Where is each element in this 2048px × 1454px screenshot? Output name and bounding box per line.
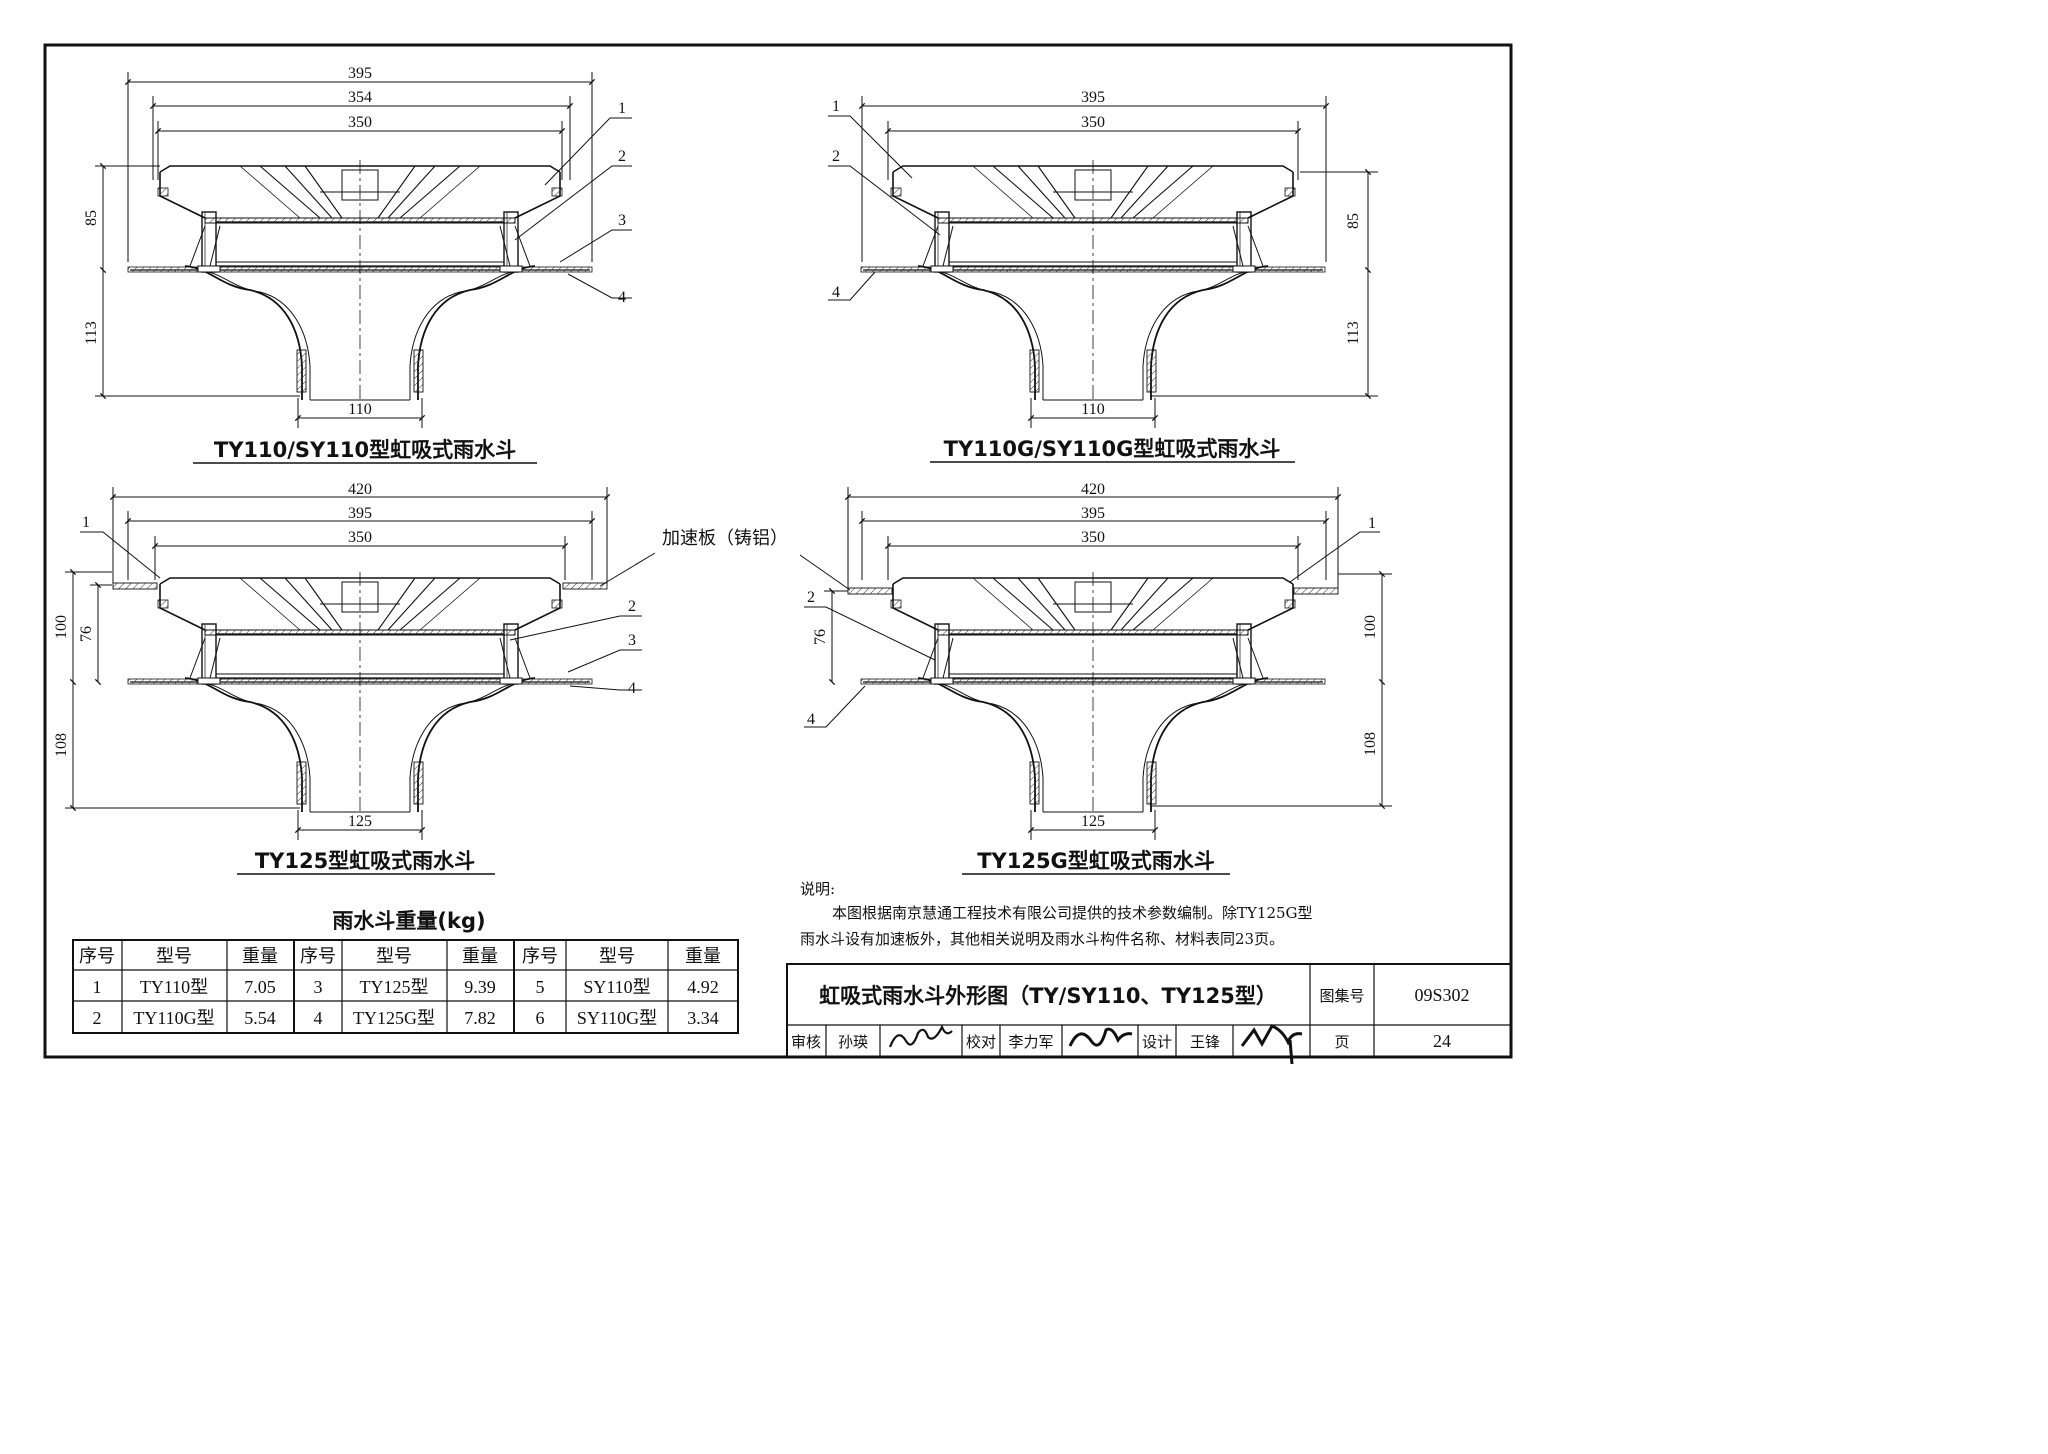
callout-4: 4 [832, 284, 840, 301]
table-header-cell: 型号 [156, 946, 192, 966]
dim-85: 85 [83, 210, 100, 226]
callout-4: 4 [628, 680, 636, 697]
callout-4: 4 [807, 711, 815, 728]
page-label: 页 [1334, 1033, 1349, 1051]
check-label: 校对 [966, 1033, 996, 1051]
table-cell: 9.39 [464, 977, 496, 997]
accelerator-plate-label: 加速板（铸铝） [662, 528, 788, 549]
table-header-cell: 重量 [462, 946, 498, 966]
dim-100: 100 [1362, 615, 1379, 639]
callout-1: 1 [82, 514, 90, 531]
table-header-cell: 重量 [242, 946, 278, 966]
table-header-cell: 型号 [599, 946, 635, 966]
callout-1: 1 [832, 98, 840, 115]
callout-1: 1 [1368, 515, 1376, 532]
dim-395: 395 [1081, 89, 1105, 106]
table-cell: TY110型 [140, 977, 208, 997]
dim-85: 85 [1345, 213, 1362, 229]
designer-name: 王锋 [1190, 1033, 1220, 1051]
atlas-number: 09S302 [1414, 985, 1469, 1005]
drawing-sheet: 395 354 350 85 113 110 1 2 3 4 TY110/SY1… [43, 43, 1513, 1065]
table-header-cell: 重量 [685, 946, 721, 966]
callout-2: 2 [832, 148, 840, 165]
drawing-ty125: 420 395 350 100 76 108 125 1 2 3 4 TY125… [53, 481, 656, 875]
callout-2: 2 [618, 148, 626, 165]
title-block: 虹吸式雨水斗外形图（TY/SY110、TY125型） 图集号 09S302 审核… [786, 963, 1512, 1065]
dim-76: 76 [812, 629, 829, 645]
dim-113: 113 [83, 321, 100, 344]
table-cell: 5 [536, 977, 545, 997]
table-cell: 3.34 [687, 1008, 719, 1028]
designer-signature [1240, 1024, 1303, 1065]
table-cell: 5.54 [244, 1008, 276, 1028]
table-cell: 2 [93, 1008, 102, 1028]
dim-76: 76 [78, 626, 95, 642]
table-cell: SY110G型 [577, 1008, 657, 1028]
callout-2: 2 [807, 589, 815, 606]
dim-350: 350 [1081, 529, 1105, 546]
drawing-title: TY125G型虹吸式雨水斗 [977, 849, 1215, 873]
table-header-cell: 序号 [300, 946, 336, 966]
table-cell: 1 [93, 977, 102, 997]
dim-395: 395 [1081, 505, 1105, 522]
dim-350: 350 [348, 529, 372, 546]
sheet-title: 虹吸式雨水斗外形图（TY/SY110、TY125型） [819, 984, 1277, 1008]
callout-4: 4 [618, 289, 626, 306]
dim-110: 110 [348, 401, 371, 418]
table-cell: TY125G型 [353, 1008, 435, 1028]
drawing-title: TY110G/SY110G型虹吸式雨水斗 [944, 437, 1281, 461]
dim-108: 108 [53, 733, 70, 757]
callout-3: 3 [628, 632, 636, 649]
drawing-ty125g: 420 395 350 100 76 108 125 1 2 4 TY125G型… [799, 481, 1392, 875]
dim-100: 100 [53, 615, 70, 639]
dim-354: 354 [348, 89, 372, 106]
checker-name: 李力军 [1008, 1033, 1053, 1051]
drawing-title: TY125型虹吸式雨水斗 [255, 849, 475, 873]
dim-108: 108 [1362, 732, 1379, 756]
table-cell: SY110型 [583, 977, 650, 997]
dim-350: 350 [348, 114, 372, 131]
review-label: 审核 [791, 1033, 821, 1051]
table-cell: 4 [314, 1008, 323, 1028]
dim-110: 110 [1081, 401, 1104, 418]
notes-heading: 说明: [800, 880, 835, 898]
table-cell: 3 [314, 977, 323, 997]
atlas-label: 图集号 [1319, 987, 1364, 1005]
notes-line-1: 本图根据南京慧通工程技术有限公司提供的技术参数编制。除TY125G型 [832, 904, 1313, 922]
table-cell: 7.05 [244, 977, 276, 997]
reviewer-signature [888, 1024, 953, 1048]
dim-395: 395 [348, 505, 372, 522]
weight-table-title: 雨水斗重量(kg) [332, 909, 485, 933]
table-cell: 4.92 [687, 977, 719, 997]
design-label: 设计 [1142, 1033, 1172, 1051]
table-cell: 7.82 [464, 1008, 496, 1028]
dim-125: 125 [348, 813, 372, 830]
dim-113: 113 [1345, 321, 1362, 344]
drawing-title: TY110/SY110型虹吸式雨水斗 [214, 438, 516, 462]
table-header-cell: 型号 [376, 946, 412, 966]
dim-395: 395 [348, 65, 372, 82]
dim-350: 350 [1081, 114, 1105, 131]
notes-line-2: 雨水斗设有加速板外，其他相关说明及雨水斗构件名称、材料表同23页。 [800, 930, 1284, 948]
weight-table: 雨水斗重量(kg) 序号 型号 重量 序号 型号 重量 序号 型号 重量 1 TY110型 7.05 3… [72, 909, 739, 1034]
callout-1: 1 [618, 100, 626, 117]
callout-2: 2 [628, 598, 636, 615]
table-cell: TY125型 [360, 977, 429, 997]
checker-signature [1068, 1027, 1133, 1047]
drawing-ty110: 395 354 350 85 113 110 1 2 3 4 TY110/SY1… [83, 65, 632, 464]
table-cell: 6 [536, 1008, 545, 1028]
notes: 说明: 本图根据南京慧通工程技术有限公司提供的技术参数编制。除TY125G型 雨… [800, 880, 1313, 948]
drawing-ty110g: 395 350 85 113 110 1 2 4 TY110G/SY110G型虹… [828, 89, 1378, 463]
dim-420: 420 [1081, 481, 1105, 498]
table-header-cell: 序号 [79, 946, 115, 966]
table-header-cell: 序号 [522, 946, 558, 966]
table-cell: TY110G型 [133, 1008, 214, 1028]
dim-125: 125 [1081, 813, 1105, 830]
reviewer-name: 孙瑛 [838, 1033, 868, 1051]
sheet-border [43, 43, 1513, 1059]
callout-3: 3 [618, 212, 626, 229]
dim-420: 420 [348, 481, 372, 498]
page-number: 24 [1433, 1031, 1451, 1051]
